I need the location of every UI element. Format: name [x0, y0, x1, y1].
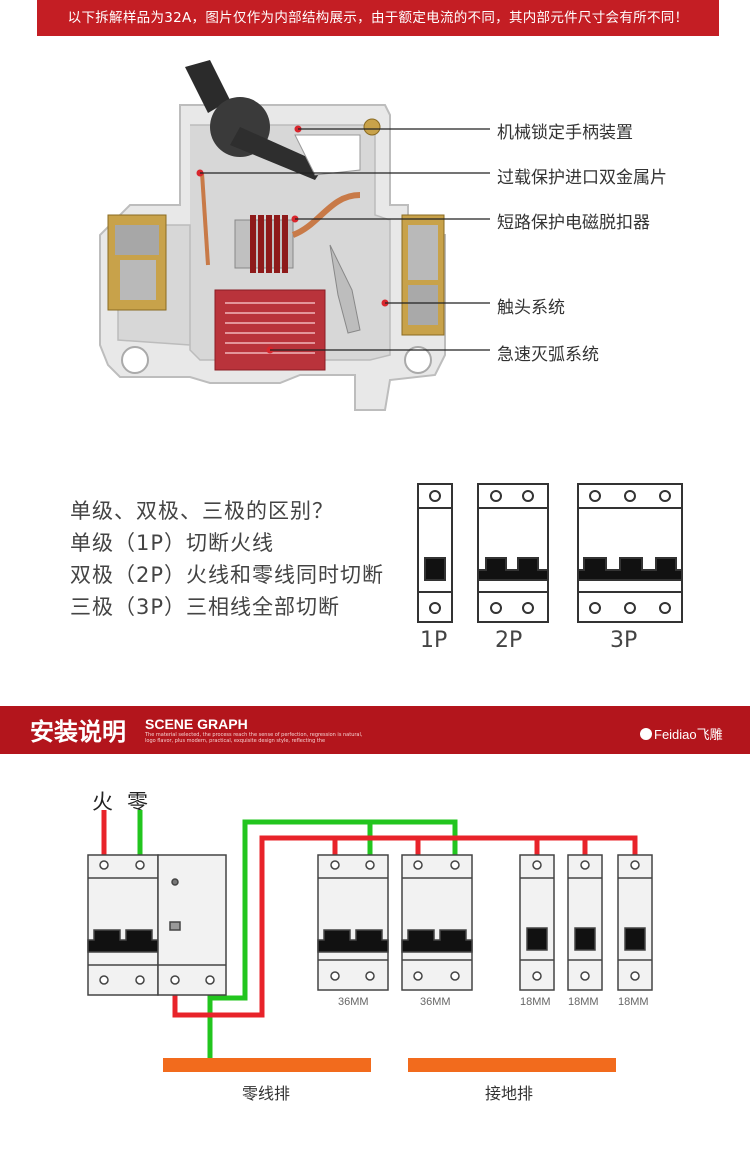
- main-breaker: [87, 854, 159, 996]
- install-title: 安装说明: [30, 718, 126, 746]
- install-header-bar: [0, 706, 750, 754]
- neutral-busbar-label: 零线排: [242, 1084, 291, 1103]
- brand-icon: [640, 728, 652, 740]
- poles-diagram: [417, 483, 683, 623]
- poles-3p-desc: 三极（3P）三相线全部切断: [70, 595, 341, 619]
- callout-arc: 急速灭弧系统: [497, 345, 599, 365]
- brand-logo: Feidiao飞雕: [640, 724, 723, 743]
- callout-bimetal: 过载保护进口双金属片: [497, 168, 667, 188]
- pole-label-1p: 1P: [420, 628, 448, 653]
- branch-1p-breaker-2: [567, 854, 603, 991]
- size-label-1p-2: 18MM: [568, 996, 599, 1008]
- breaker-cutaway-illustration: [99, 60, 490, 411]
- brand-name: Feidiao飞雕: [654, 727, 723, 742]
- poles-1p-desc: 单级（1P）切断火线: [70, 531, 275, 555]
- pole-label-2p: 2P: [495, 628, 523, 653]
- pole-2p-breaker: [477, 483, 549, 623]
- branch-2p-breaker-1: [317, 854, 389, 991]
- branch-1p-breaker-3: [617, 854, 653, 991]
- callout-contact: 触头系统: [497, 298, 565, 318]
- callout-magnetic-trip: 短路保护电磁脱扣器: [497, 213, 650, 233]
- size-label-2p-1: 36MM: [338, 996, 369, 1008]
- live-label: 火: [92, 790, 113, 814]
- scene-graph-title: SCENE GRAPH: [145, 716, 248, 732]
- pole-label-3p: 3P: [610, 628, 638, 653]
- leakage-module: [157, 854, 227, 996]
- size-label-1p-3: 18MM: [618, 996, 649, 1008]
- poles-2p-desc: 双极（2P）火线和零线同时切断: [70, 563, 385, 587]
- pole-1p-breaker: [417, 483, 453, 623]
- neutral-label: 零: [127, 790, 148, 814]
- poles-heading: 单级、双极、三极的区别？: [70, 499, 334, 523]
- ground-busbar-label: 接地排: [485, 1084, 534, 1103]
- pole-3p-breaker: [577, 483, 683, 623]
- branch-1p-breaker-1: [519, 854, 555, 991]
- scene-graph-description: The material selected, the process reach…: [145, 732, 363, 744]
- banner-text: 以下拆解样品为32A，图片仅作为内部结构展示，由于额定电流的不同，其内部元件尺寸…: [67, 10, 689, 26]
- size-label-2p-2: 36MM: [420, 996, 451, 1008]
- wiring-diagram: [87, 810, 653, 1072]
- ground-busbar: [408, 1058, 616, 1072]
- size-label-1p-1: 18MM: [520, 996, 551, 1008]
- branch-2p-breaker-2: [401, 854, 473, 991]
- callout-handle: 机械锁定手柄装置: [497, 123, 633, 143]
- neutral-busbar: [163, 1058, 371, 1072]
- top-banner: 以下拆解样品为32A，图片仅作为内部结构展示，由于额定电流的不同，其内部元件尺寸…: [37, 0, 719, 36]
